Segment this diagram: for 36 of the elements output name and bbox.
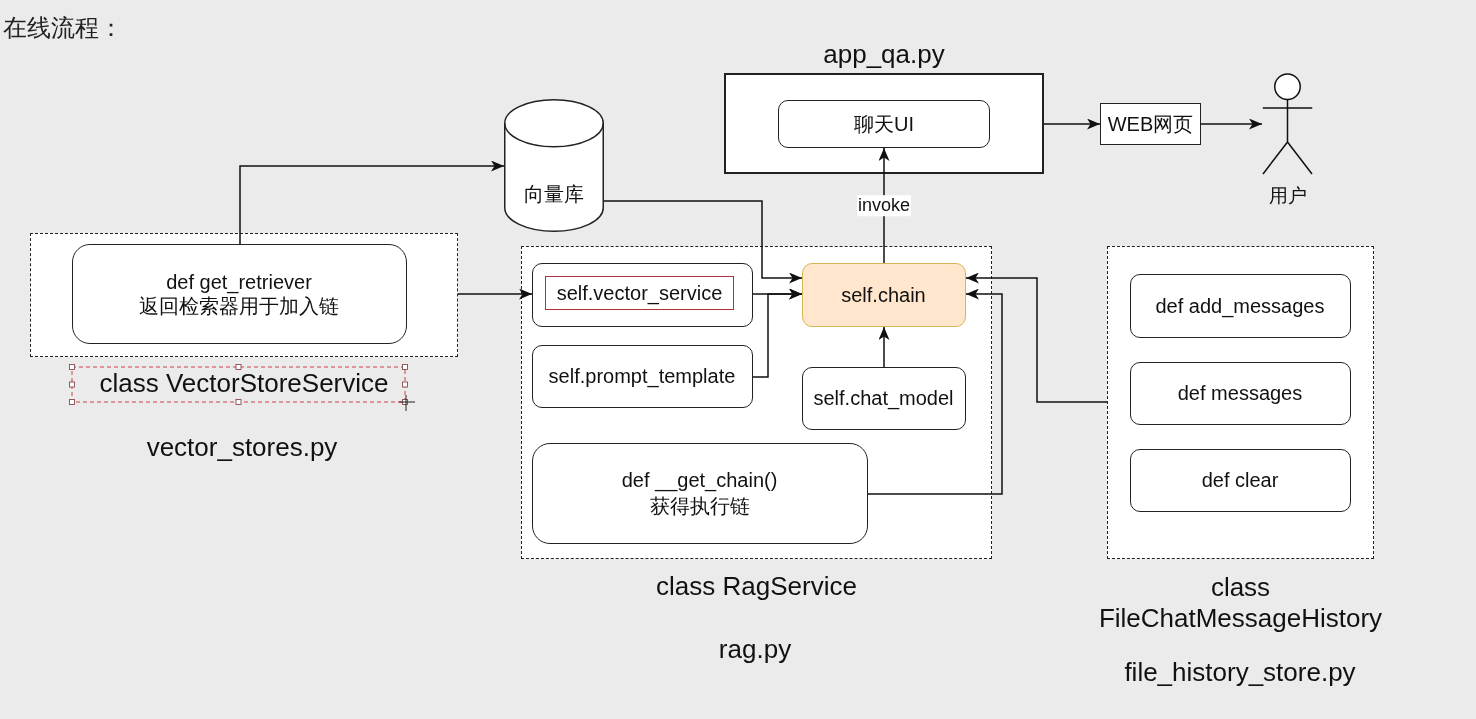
rounded-box: 聊天UI <box>778 100 990 148</box>
rounded-box: def add_messages <box>1129 273 1351 338</box>
heading: class VectorStoreService <box>99 370 389 398</box>
node-label: 向量库 <box>524 183 584 205</box>
heading: class RagService <box>656 572 857 601</box>
box-text: 获得执行链 <box>649 494 750 519</box>
arrow <box>878 326 890 368</box>
box-text: 返回检索器用于加入链 <box>139 294 339 318</box>
box-heading: def __get_chain() <box>621 468 778 493</box>
highlight-box: self.vector_service <box>545 276 734 310</box>
arrow <box>752 288 803 378</box>
title: 在线流程： <box>3 14 123 43</box>
arrow <box>965 272 1108 403</box>
heading: app_qa.py <box>823 41 945 69</box>
heading: class FileChatMessageHistory <box>1097 571 1384 634</box>
caption: rag.py <box>718 634 792 666</box>
arrow <box>1043 118 1101 130</box>
arrow <box>457 288 533 300</box>
box-heading: def get_retriever <box>166 269 312 294</box>
caption: file_history_store.py <box>1124 657 1356 689</box>
rounded-box <box>531 442 868 544</box>
caption: vector_stores.py <box>146 432 338 464</box>
rounded-box: self.chain <box>801 262 966 327</box>
arrow <box>603 200 803 284</box>
rounded-box <box>71 243 407 344</box>
arrow <box>867 288 1003 495</box>
person-label: 用户 <box>1268 186 1307 206</box>
text-box: WEB网页 <box>1100 103 1201 145</box>
rounded-box <box>531 262 753 327</box>
edge-label: invoke <box>857 194 911 217</box>
arrow <box>1200 118 1263 130</box>
rounded-box: self.prompt_template <box>531 344 753 408</box>
arrow <box>239 160 505 245</box>
rounded-box: def messages <box>1129 361 1351 425</box>
rounded-box: self.chat_model <box>801 366 966 430</box>
rounded-box: def clear <box>1129 448 1351 512</box>
